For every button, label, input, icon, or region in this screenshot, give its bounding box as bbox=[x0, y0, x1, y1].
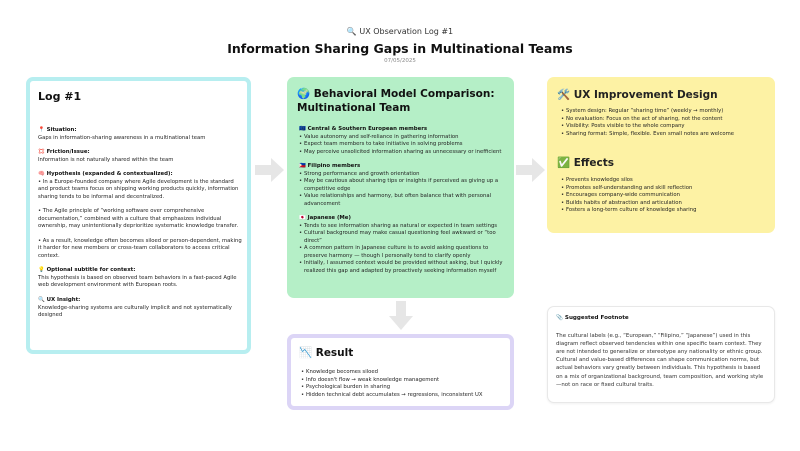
ux-improvement-card: 🛠️ UX Improvement Design System design: … bbox=[547, 77, 775, 233]
list-item: Info doesn't flow → weak knowledge manag… bbox=[301, 377, 506, 385]
behavioral-content: 🇪🇺 Central & Southern European members V… bbox=[299, 126, 505, 275]
list-item: May perceive unsolicited information sha… bbox=[299, 149, 505, 157]
list-item: Visibility: Posts visible to the whole c… bbox=[561, 123, 766, 131]
log-card: Log #1 📍 Situation: Gaps in information-… bbox=[26, 77, 251, 354]
group-title: 🇪🇺 Central & Southern European members bbox=[299, 126, 428, 132]
list-item: Initially, I assumed context would be pr… bbox=[299, 260, 505, 275]
footnote-text: The cultural labels (e.g., “European,” “… bbox=[556, 333, 764, 388]
hypothesis-title: 🧠 Hypothesis (expanded & contextualized)… bbox=[38, 171, 173, 178]
effects-list: Prevents knowledge silos Promotes self-u… bbox=[561, 177, 766, 215]
list-item: Tends to see information sharing as natu… bbox=[299, 223, 505, 231]
subtitle-text: This hypothesis is based on observed tea… bbox=[38, 274, 237, 289]
list-item: Promotes self-understanding and skill re… bbox=[561, 185, 766, 193]
friction-title: 💢 Friction/Issue: bbox=[38, 149, 90, 156]
subtitle-title: 💡 Optional subtitle for context: bbox=[38, 267, 136, 274]
list-item: Fosters a long-term culture of knowledge… bbox=[561, 207, 766, 215]
insight-title: 🔍 UX Insight: bbox=[38, 296, 81, 303]
result-title: 📉 Result bbox=[299, 347, 354, 359]
effects-title: ✅ Effects bbox=[557, 157, 615, 169]
list-item: May be cautious about sharing tips or in… bbox=[299, 178, 505, 193]
situation-title: 📍 Situation: bbox=[38, 127, 77, 133]
ux-title: 🛠️ UX Improvement Design bbox=[557, 89, 718, 101]
list-item: Sharing format: Simple, flexible. Even s… bbox=[561, 131, 766, 139]
list-item: Value relationships and harmony, but oft… bbox=[299, 193, 505, 208]
list-item: Strong performance and growth orientatio… bbox=[299, 171, 505, 179]
list-item: Encourages company-wide communication bbox=[561, 192, 766, 200]
arrow-right-icon bbox=[255, 158, 284, 182]
result-list: Knowledge becomes siloed Info doesn't fl… bbox=[301, 369, 506, 399]
list-item: Psychological burden in sharing bbox=[301, 384, 506, 392]
list-item: Knowledge becomes siloed bbox=[301, 369, 506, 377]
arrow-right-icon bbox=[516, 158, 545, 182]
log-title: Log #1 bbox=[38, 90, 82, 103]
list-item: Hidden technical debt accumulates → regr… bbox=[301, 392, 506, 400]
insight-text: Knowledge-sharing systems are culturally… bbox=[38, 304, 232, 319]
footnote-title: 📎 Suggested Footnote bbox=[556, 315, 629, 321]
behavioral-card: 🌍 Behavioral Model Comparison: Multinati… bbox=[287, 77, 514, 298]
list-item: No evaluation: Focus on the act of shari… bbox=[561, 116, 766, 124]
group-list: Value autonomy and self-reliance in gath… bbox=[299, 134, 505, 157]
list-item: Value autonomy and self-reliance in gath… bbox=[299, 134, 505, 142]
list-item: Prevents knowledge silos bbox=[561, 177, 766, 185]
arrow-down-icon bbox=[389, 301, 413, 330]
group-title: 🇯🇵 Japanese (Me) bbox=[299, 215, 351, 222]
group-list: Tends to see information sharing as natu… bbox=[299, 223, 505, 276]
hypothesis-paragraph: • In a Europe-founded company where Agil… bbox=[38, 178, 239, 200]
behavioral-title: 🌍 Behavioral Model Comparison: Multinati… bbox=[297, 88, 495, 115]
hypothesis-paragraph: • As a result, knowledge often becomes s… bbox=[38, 237, 242, 259]
list-item: Builds habits of abstraction and articul… bbox=[561, 200, 766, 208]
list-item: Cultural background may make casual ques… bbox=[299, 230, 505, 245]
list-item: A common pattern in Japanese culture is … bbox=[299, 245, 505, 260]
hypothesis-paragraph: • The Agile principle of “working softwa… bbox=[38, 208, 239, 230]
footnote-card: 📎 Suggested Footnote The cultural labels… bbox=[547, 306, 775, 403]
list-item: System design: Regular “sharing time” (w… bbox=[561, 108, 766, 116]
supertitle: 🔍 UX Observation Log #1 bbox=[346, 27, 454, 36]
group-title: 🇵🇭 Filipino members bbox=[299, 163, 361, 170]
situation-text: Gaps in information-sharing awareness in… bbox=[38, 134, 206, 141]
group-list: Strong performance and growth orientatio… bbox=[299, 171, 505, 209]
date: 07/05/2025 bbox=[384, 58, 416, 64]
page-title: Information Sharing Gaps in Multinationa… bbox=[227, 41, 573, 56]
ux-list: System design: Regular “sharing time” (w… bbox=[561, 108, 766, 138]
result-card: 📉 Result Knowledge becomes siloed Info d… bbox=[287, 334, 514, 410]
friction-text: Information is not naturally shared with… bbox=[38, 156, 174, 163]
log-content: 📍 Situation: Gaps in information-sharing… bbox=[38, 127, 243, 320]
list-item: Expect team members to take initiative i… bbox=[299, 141, 505, 149]
